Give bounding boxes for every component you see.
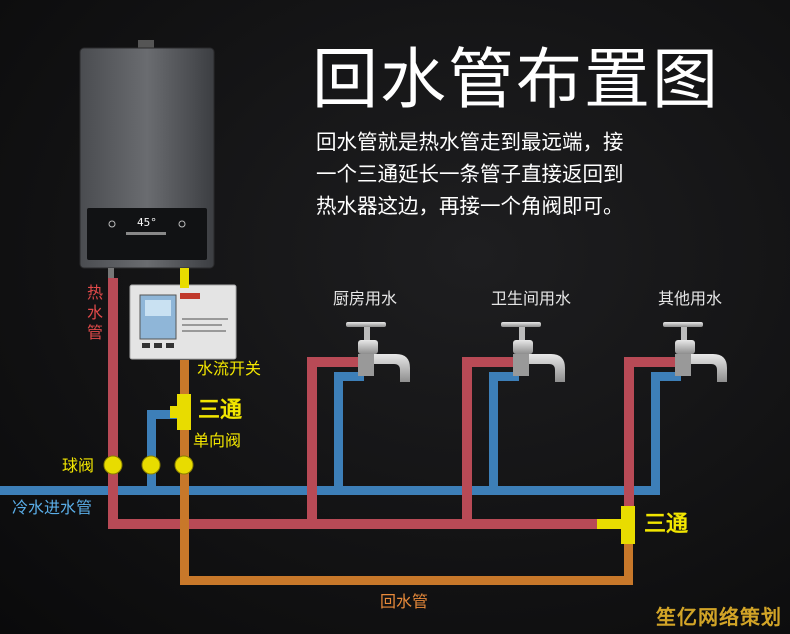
cold-water-pipe bbox=[0, 372, 681, 495]
label-hot-pipe-char-2: 水 bbox=[86, 303, 103, 322]
heater-temperature: 45° bbox=[137, 216, 157, 229]
label-return-pipe: 回水管 bbox=[380, 592, 429, 611]
faucet-kitchen bbox=[346, 322, 410, 382]
ball-valve-hot bbox=[103, 455, 123, 475]
label-check-valve: 单向阀 bbox=[193, 431, 242, 450]
tee-fitting-right bbox=[597, 506, 635, 544]
label-flow-switch: 水流开关 bbox=[197, 359, 262, 378]
label-tee-top: 三通 bbox=[198, 398, 243, 423]
page-title: 回水管布置图 bbox=[312, 41, 720, 118]
label-ball-valve: 球阀 bbox=[62, 456, 95, 475]
faucet-bathroom bbox=[501, 322, 565, 382]
flow-switch-controller bbox=[129, 284, 237, 360]
hot-water-pipe bbox=[108, 278, 681, 529]
ball-valve-cold bbox=[141, 455, 161, 475]
label-faucet-kitchen: 厨房用水 bbox=[333, 289, 398, 308]
return-pipe bbox=[180, 360, 633, 585]
ball-valves bbox=[103, 455, 194, 475]
description-line-1: 回水管就是热水管走到最远端，接 bbox=[316, 130, 624, 154]
heater-display-icons bbox=[108, 220, 186, 235]
description-line-3: 热水器这边，再接一个角阀即可。 bbox=[316, 194, 624, 218]
label-tee-right: 三通 bbox=[644, 512, 689, 537]
faucet-other bbox=[663, 322, 727, 382]
label-hot-pipe-char-1: 热 bbox=[86, 283, 103, 302]
label-hot-pipe: 热 水 管 bbox=[86, 283, 104, 343]
tee-fitting-top bbox=[170, 394, 191, 430]
watermark: 笙亿网络策划 bbox=[656, 605, 782, 629]
heater-outlet-pipe bbox=[180, 268, 189, 288]
description-line-2: 一个三通延长一条管子直接返回到 bbox=[316, 162, 624, 186]
water-heater bbox=[79, 40, 215, 278]
label-faucet-bathroom: 卫生间用水 bbox=[491, 289, 572, 308]
ball-valve-return bbox=[174, 455, 194, 475]
description: 回水管就是热水管走到最远端，接 一个三通延长一条管子直接返回到 热水器这边，再接… bbox=[316, 126, 696, 222]
label-hot-pipe-char-3: 管 bbox=[86, 323, 103, 342]
label-cold-inlet: 冷水进水管 bbox=[12, 498, 93, 517]
label-faucet-other: 其他用水 bbox=[658, 289, 723, 308]
